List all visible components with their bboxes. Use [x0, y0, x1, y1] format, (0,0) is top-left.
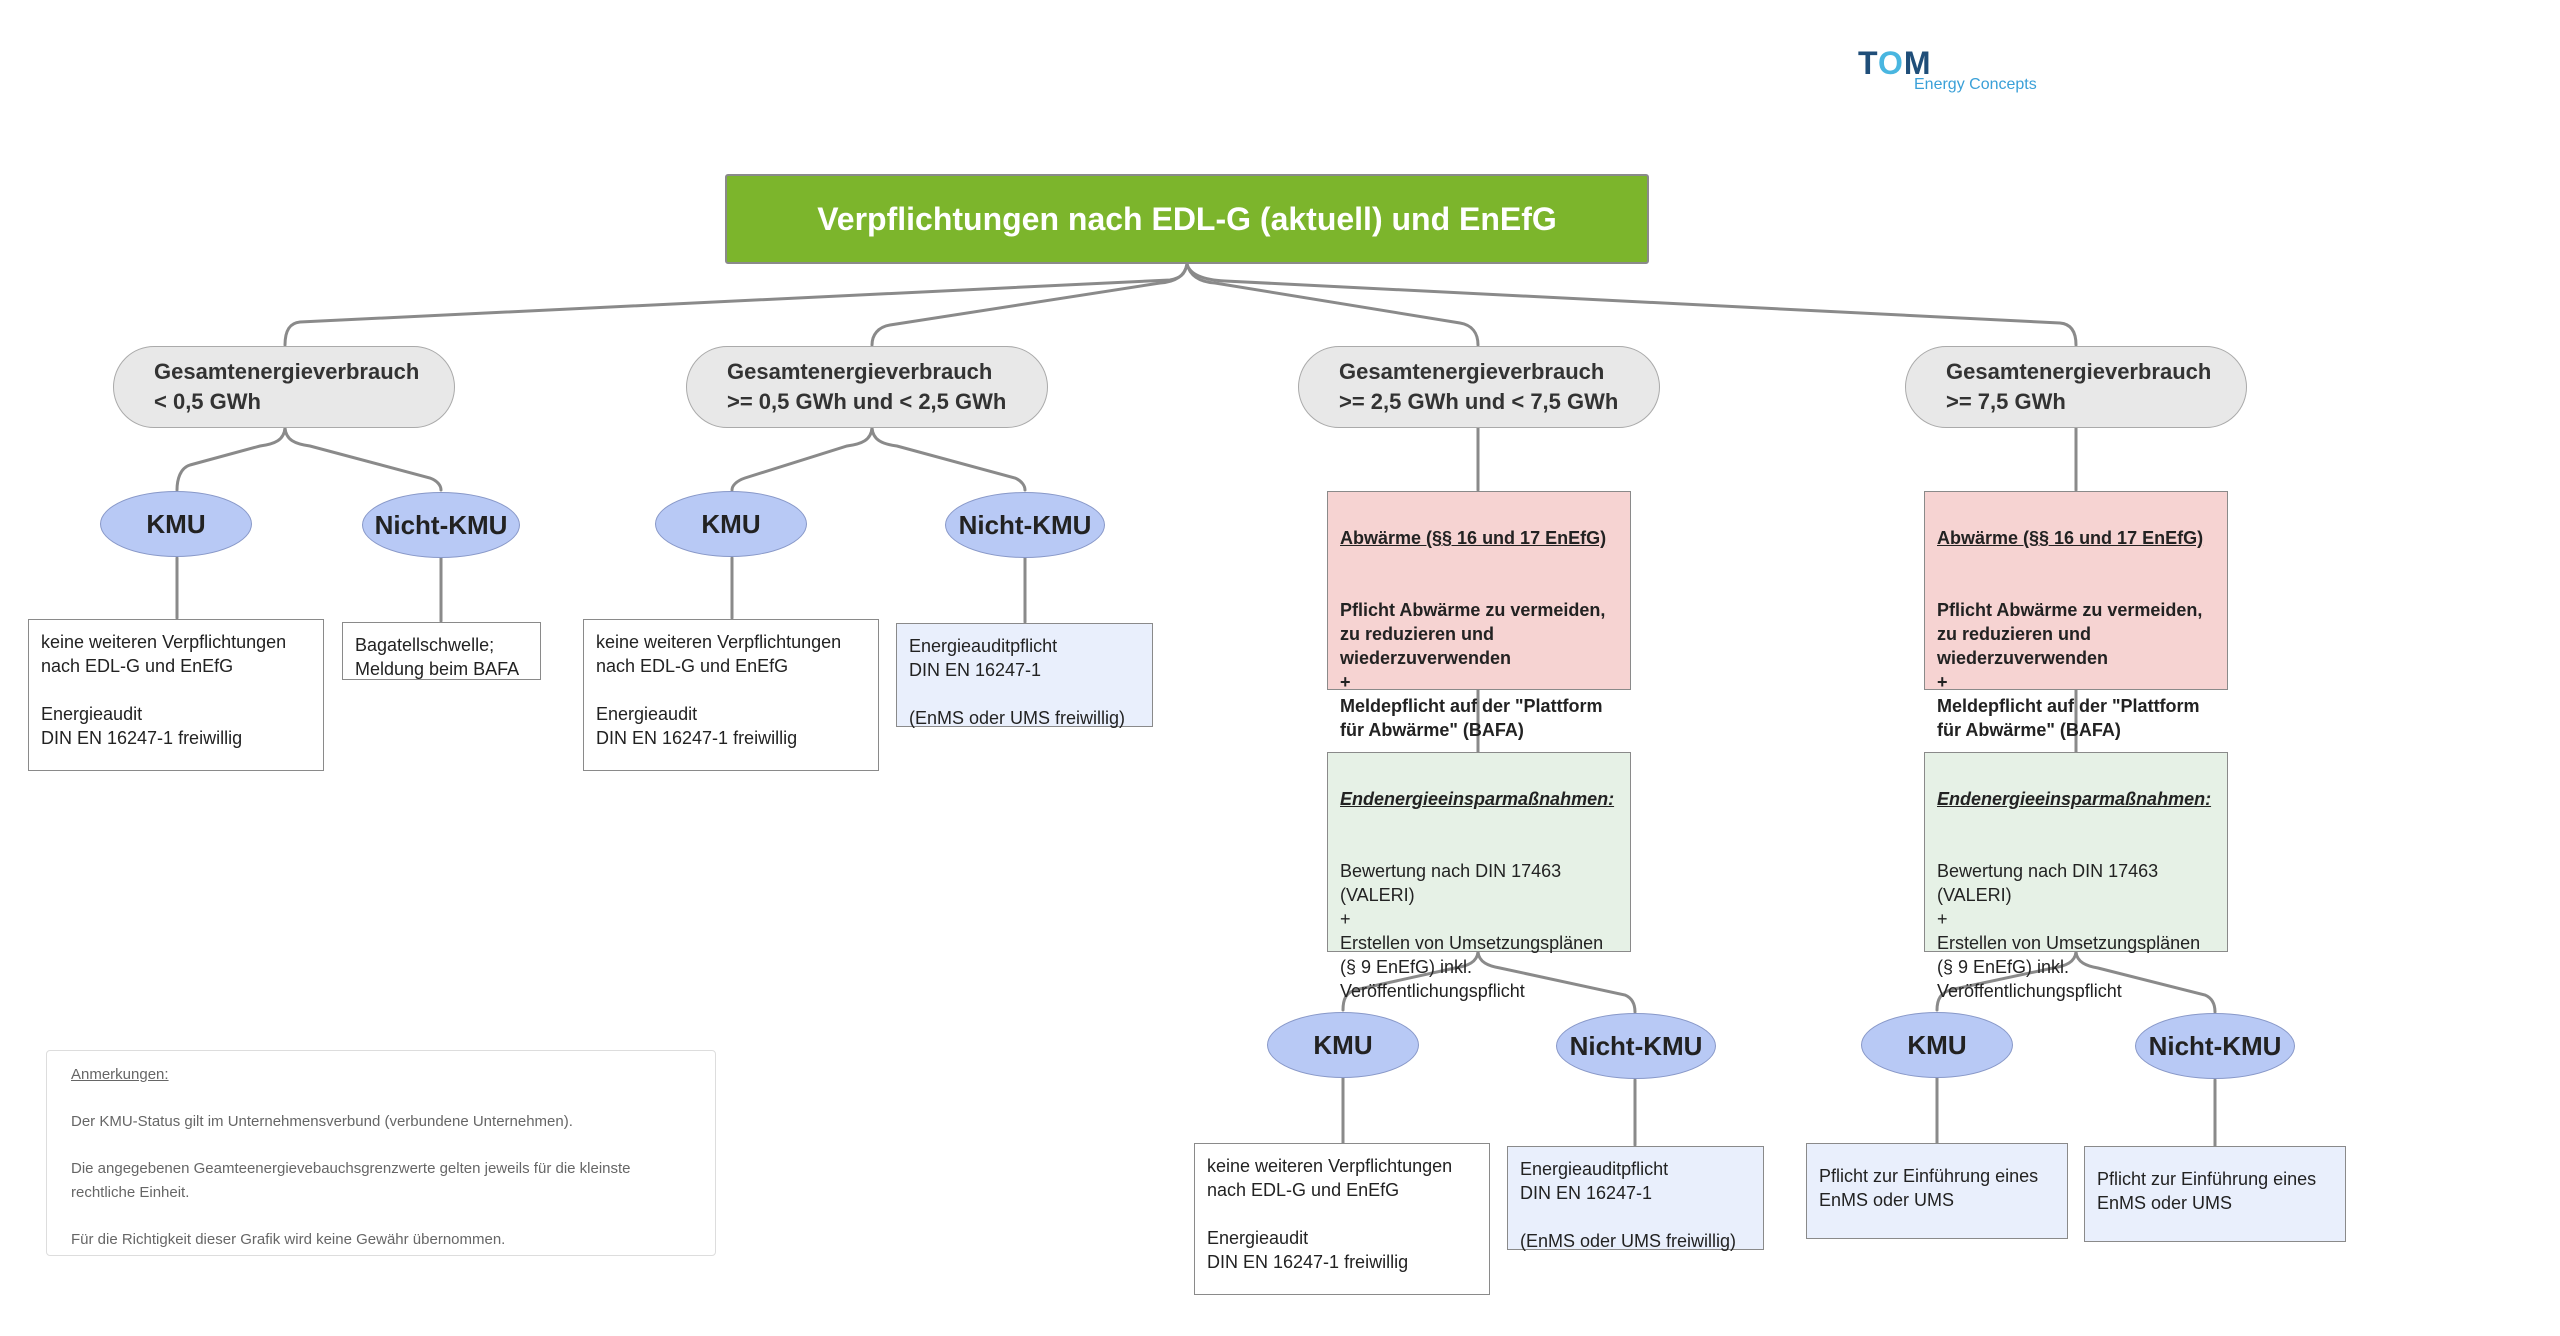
c4-kmu-outcome: Pflicht zur Einführung eines EnMS oder U…: [1806, 1143, 2068, 1239]
category-label: Gesamtenergieverbrauch: [1946, 359, 2212, 384]
logo-subtitle: Energy Concepts: [1914, 76, 2037, 93]
category-2-5-to-7-5-gwh: Gesamtenergieverbrauch >= 2,5 GWh und < …: [1298, 346, 1660, 428]
endenergie-body: Bewertung nach DIN 17463 (VALERI) + Erst…: [1340, 861, 1604, 1001]
c3-kmu-outcome: keine weiteren Verpflichtungen nach EDL-…: [1194, 1143, 1490, 1295]
kmu-node: KMU: [1267, 1012, 1419, 1078]
category-range: < 0,5 GWh: [154, 389, 261, 414]
category-range: >= 2,5 GWh und < 7,5 GWh: [1339, 389, 1619, 414]
notes-kmu-status: Der KMU-Status gilt im Unternehmensverbu…: [71, 1113, 573, 1130]
tom-logo: TOM Energy Concepts: [1858, 46, 2058, 106]
c4-nicht-kmu-outcome: Pflicht zur Einführung eines EnMS oder U…: [2084, 1146, 2346, 1242]
endenergie-box: Endenergieeinsparmaßnahmen: Bewertung na…: [1924, 752, 2228, 1001]
category-label: Gesamtenergieverbrauch: [154, 359, 420, 384]
abwaerme-box: Abwärme (§§ 16 und 17 EnEfG) Pflicht Abw…: [1327, 491, 1631, 740]
c2-kmu-outcome: keine weiteren Verpflichtungen nach EDL-…: [583, 619, 879, 771]
notes-disclaimer: Für die Richtigkeit dieser Grafik wird k…: [71, 1231, 506, 1248]
category-range: >= 7,5 GWh: [1946, 389, 2066, 414]
abwaerme-heading: Abwärme (§§ 16 und 17 EnEfG): [1340, 528, 1607, 548]
c3-nicht-kmu-outcome: Energieauditpflicht DIN EN 16247-1 (EnMS…: [1507, 1146, 1764, 1251]
notes-panel: Anmerkungen: Der KMU-Status gilt im Unte…: [46, 1050, 716, 1256]
category-label: Gesamtenergieverbrauch: [1339, 359, 1605, 384]
logo-o-letter: O: [1877, 45, 1904, 81]
kmu-node: KMU: [1861, 1012, 2013, 1078]
kmu-node: KMU: [100, 491, 252, 557]
abwaerme-heading: Abwärme (§§ 16 und 17 EnEfG): [1937, 528, 2204, 548]
endenergie-body: Bewertung nach DIN 17463 (VALERI) + Erst…: [1937, 861, 2201, 1001]
nicht-kmu-node: Nicht-KMU: [362, 492, 520, 558]
c1-nicht-kmu-outcome: Bagatellschwelle; Meldung beim BAFA: [342, 622, 541, 680]
nicht-kmu-node: Nicht-KMU: [2135, 1013, 2295, 1079]
nicht-kmu-node: Nicht-KMU: [945, 492, 1105, 558]
abwaerme-body: Pflicht Abwärme zu vermeiden, zu reduzie…: [1340, 600, 1606, 740]
nicht-kmu-node: Nicht-KMU: [1556, 1013, 1716, 1079]
category-0-5-to-2-5-gwh: Gesamtenergieverbrauch >= 0,5 GWh und < …: [686, 346, 1048, 428]
logo-brand: TOM: [1858, 45, 1932, 81]
endenergie-box: Endenergieeinsparmaßnahmen: Bewertung na…: [1327, 752, 1631, 1001]
c1-kmu-outcome: keine weiteren Verpflichtungen nach EDL-…: [28, 619, 324, 771]
diagram-title: Verpflichtungen nach EDL-G (aktuell) und…: [725, 174, 1649, 264]
kmu-node: KMU: [655, 491, 807, 557]
category-label: Gesamtenergieverbrauch: [727, 359, 993, 384]
c2-nicht-kmu-outcome: Energieauditpflicht DIN EN 16247-1 (EnMS…: [896, 623, 1153, 728]
category-above-7-5-gwh: Gesamtenergieverbrauch >= 7,5 GWh: [1905, 346, 2247, 428]
abwaerme-body: Pflicht Abwärme zu vermeiden, zu reduzie…: [1937, 600, 2203, 740]
category-below-0-5-gwh: Gesamtenergieverbrauch < 0,5 GWh: [113, 346, 455, 428]
notes-thresholds: Die angegebenen Geamteenergievebauchsgre…: [71, 1160, 631, 1201]
endenergie-heading: Endenergieeinsparmaßnahmen:: [1937, 789, 2212, 809]
endenergie-heading: Endenergieeinsparmaßnahmen:: [1340, 789, 1615, 809]
notes-heading: Anmerkungen:: [71, 1066, 169, 1083]
category-range: >= 0,5 GWh und < 2,5 GWh: [727, 389, 1007, 414]
abwaerme-box: Abwärme (§§ 16 und 17 EnEfG) Pflicht Abw…: [1924, 491, 2228, 740]
